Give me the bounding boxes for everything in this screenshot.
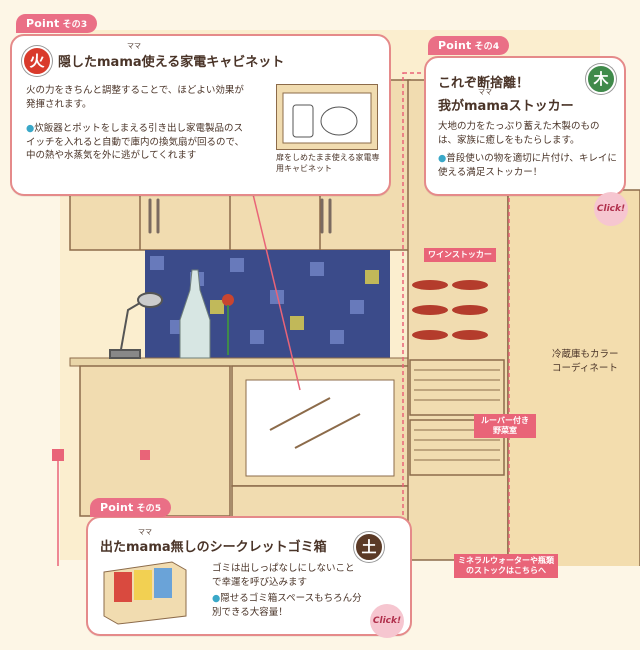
point5-bullet: ●隠せるゴミ箱スペースもちろん分別できる大容量！ (212, 593, 362, 618)
point4-ruby: ママ (478, 88, 492, 96)
point4-title-line2: 我がmamaストッカー (438, 99, 574, 114)
point5-click-button[interactable]: Click! (370, 604, 404, 638)
fire-element-icon: 火 (22, 46, 52, 76)
point4-click-button[interactable]: Click! (594, 192, 628, 226)
point3-title: 隠したmama使える家電キャビネット (58, 55, 285, 70)
point4-bullet: ●普段使いの物を適切に片付け、キレイに使える満足ストッカー！ (438, 153, 617, 178)
point3-ruby: ママ (127, 42, 141, 50)
point4-title-line1: これぞ断捨離！ (438, 76, 530, 91)
mineral-water-label: ミネラルウォーターや瓶類のストックはこちらへ (454, 554, 558, 578)
appliance-cabinet-image (276, 84, 378, 150)
point3-body: 火の力をきちんと調整することで、ほどよい効果が発揮されます。 (26, 85, 244, 110)
wine-stocker-label: ワインストッカー (424, 248, 496, 262)
wood-element-icon: 木 (586, 64, 616, 94)
bullet-icon: ● (438, 153, 447, 164)
fridge-label: 冷蔵庫もカラーコーディネート (552, 349, 619, 374)
bullet-icon: ● (212, 593, 221, 604)
point3-bullet: ●炊飯器とポットをしまえる引き出し家電製品のスイッチを入れると自動で庫内の換気扇… (26, 123, 245, 161)
louver-vegetable-label: ルーバー付き野菜室 (474, 414, 536, 438)
point4-body: 大地の力をたっぷり蓄えた木製のものは、家族に癒しをもたらします。 (438, 121, 600, 146)
rice-cooker-icon (282, 92, 372, 144)
point5-body: ゴミは出しっぱなしにしないことで幸運を呼び込みます (212, 563, 355, 588)
point3-caption: 扉をしめたまま使える家電専用キャビネット (276, 153, 380, 173)
point5-ruby: ママ (138, 528, 152, 536)
trash-bin-image (98, 558, 190, 626)
point5-title: 出たmama無しのシークレットゴミ箱 (100, 540, 327, 555)
earth-element-icon: 土 (354, 532, 384, 562)
bullet-icon: ● (26, 123, 35, 134)
